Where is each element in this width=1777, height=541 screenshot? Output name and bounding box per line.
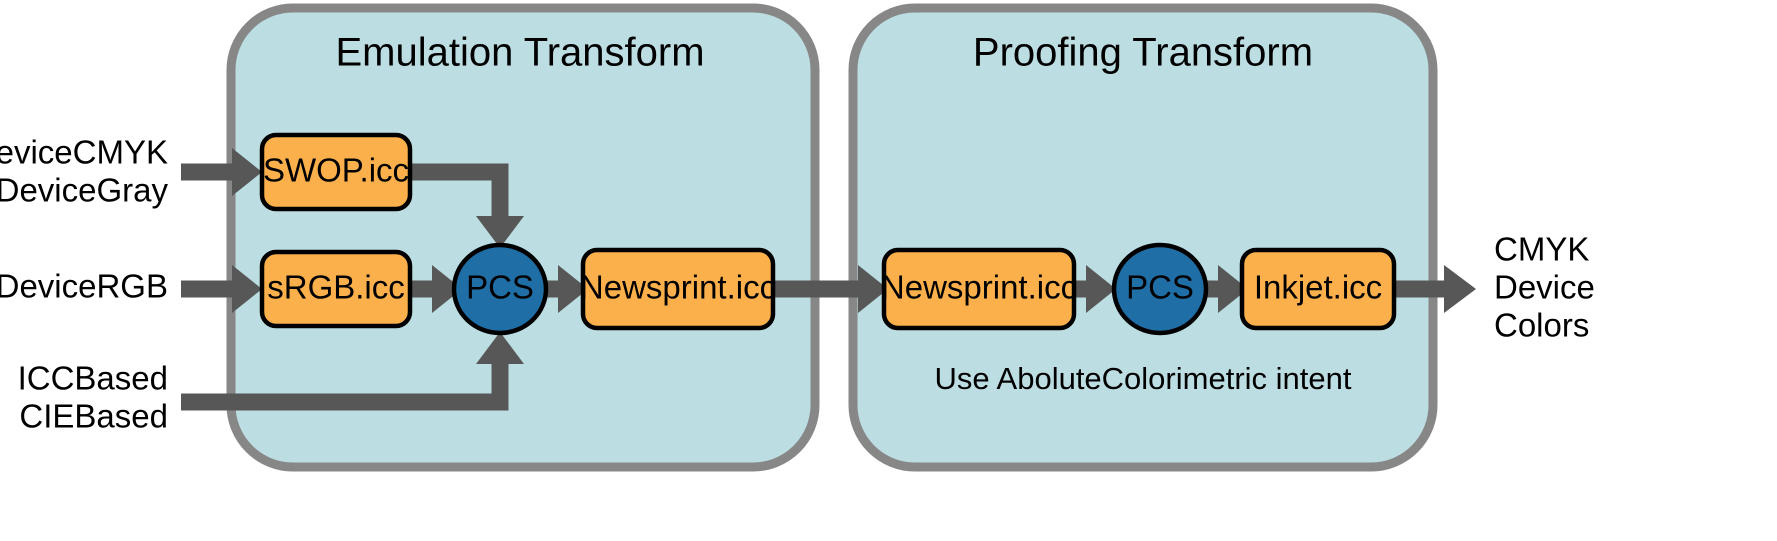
node-newsprint-out[interactable]: Newsprint.icc (580, 247, 776, 331)
node-pcs-right-shape (1111, 242, 1209, 336)
input-label-cmyk: DeviceCMYK DeviceGray (0, 134, 168, 209)
arrow-inkjet-to-output (1393, 265, 1476, 313)
arrow-input-rgb-to-srgb (181, 265, 262, 313)
arrow-emulation-to-proofing (772, 265, 888, 313)
node-swop-label: SWOP.icc (263, 152, 409, 189)
output-label-cmyk-line1: CMYK (1494, 231, 1589, 268)
output-label-cmyk: CMYK Device Colors (1494, 231, 1595, 344)
node-swop[interactable]: SWOP.icc (259, 132, 413, 212)
output-label-cmyk-line2: Device (1494, 269, 1595, 306)
input-label-rgb: DeviceRGB (0, 268, 168, 305)
node-newsprint-out-shape (580, 247, 776, 331)
node-newsprint-in-shape (881, 247, 1077, 331)
input-label-icc-line2: CIEBased (19, 398, 168, 435)
node-pcs-left-shape (451, 242, 549, 336)
node-srgb[interactable]: sRGB.icc (259, 249, 413, 329)
arrow-swop-to-pcs (410, 163, 524, 248)
node-srgb-label: sRGB.icc (267, 269, 405, 306)
input-label-icc-line1: ICCBased (18, 360, 168, 397)
input-label-icc: ICCBased CIEBased (18, 360, 168, 435)
input-label-cmyk-line1: DeviceCMYK (0, 134, 168, 171)
node-swop-shape (259, 132, 413, 212)
node-inkjet[interactable]: Inkjet.icc (1239, 247, 1397, 331)
input-label-cmyk-line2: DeviceGray (0, 172, 168, 209)
node-newsprint-in[interactable]: Newsprint.icc (881, 247, 1077, 331)
node-srgb-shape (259, 249, 413, 329)
panel-proofing (848, 3, 1438, 472)
arrow-input-cmyk-to-swop (181, 148, 262, 196)
proofing-intent-note: Use AboluteColorimetric intent (935, 361, 1352, 396)
arrow-input-icc-to-pcs (181, 332, 524, 411)
node-pcs-left[interactable]: PCS (451, 242, 549, 336)
node-pcs-left-label: PCS (466, 269, 534, 306)
panel-emulation-title: Emulation Transform (335, 31, 704, 75)
node-inkjet-shape (1239, 247, 1397, 331)
arrow-srgb-to-pcs (410, 265, 462, 313)
node-inkjet-label: Inkjet.icc (1254, 269, 1382, 306)
node-newsprint-in-label: Newsprint.icc (881, 269, 1077, 306)
panel-proofing-title: Proofing Transform (973, 31, 1313, 75)
node-newsprint-out-label: Newsprint.icc (580, 269, 776, 306)
node-pcs-right[interactable]: PCS (1111, 242, 1209, 336)
output-label-cmyk-line3: Colors (1494, 307, 1589, 344)
node-pcs-right-label: PCS (1126, 269, 1194, 306)
input-label-rgb-line1: DeviceRGB (0, 268, 168, 305)
panel-emulation (226, 3, 820, 472)
